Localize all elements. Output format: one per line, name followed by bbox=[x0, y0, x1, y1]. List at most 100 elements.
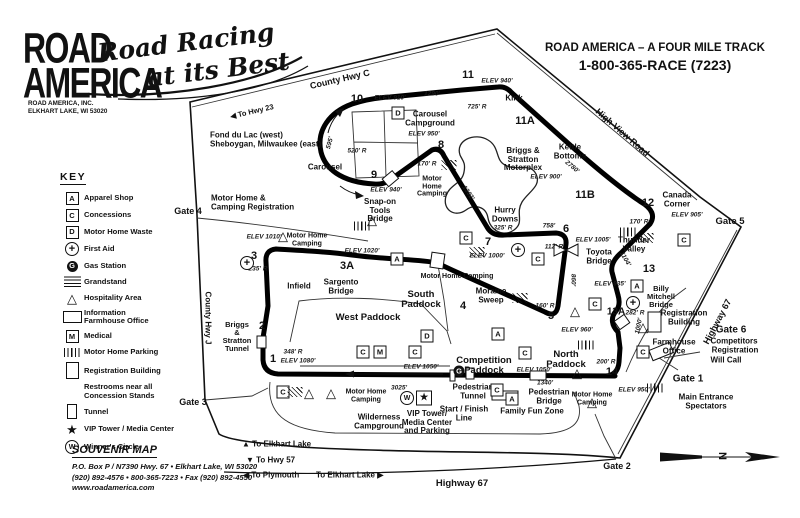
registration-building-icon bbox=[647, 311, 662, 333]
key-item: Tunnel bbox=[60, 404, 215, 420]
D-marker-icon: D bbox=[420, 329, 434, 343]
map-title: ROAD AMERICA – A FOUR MILE TRACK bbox=[545, 42, 765, 54]
D-marker-icon: D bbox=[65, 225, 79, 239]
map-phone: 1-800-365-RACE (7223) bbox=[578, 57, 732, 73]
key-item-label: Gas Station bbox=[84, 260, 127, 270]
key-item-label: Medical bbox=[84, 330, 112, 340]
key-item-label: Apparel Shop bbox=[84, 193, 134, 203]
footer-phones: (920) 892-4576 • 800-365-7223 • Fax (920… bbox=[72, 472, 253, 482]
star-marker-icon: ★ bbox=[66, 422, 78, 438]
key-item: M Medical bbox=[60, 329, 215, 343]
key-item-label: Winner's Circle bbox=[84, 441, 139, 451]
C-marker-icon: C bbox=[518, 346, 532, 360]
G-marker-icon: G bbox=[66, 260, 78, 272]
snapon-bridge-icon bbox=[381, 169, 400, 188]
C-marker-icon: C bbox=[531, 252, 545, 266]
W-marker-icon: W bbox=[65, 440, 79, 455]
C-marker-icon: C bbox=[356, 345, 370, 359]
title-block: ROAD AMERICA – A FOUR MILE TRACK 1-800-3… bbox=[515, 42, 795, 73]
grand-marker-icon bbox=[512, 293, 528, 303]
key-item: Information Farmhouse Office bbox=[60, 308, 215, 326]
key-item: Grandstand bbox=[60, 276, 215, 288]
A-marker-icon: A bbox=[505, 392, 519, 406]
key-item-label: VIP Tower / Media Center bbox=[84, 424, 175, 434]
tri-marker-icon: △ bbox=[304, 385, 314, 401]
key-item: △ Hospitality Area bbox=[60, 292, 215, 305]
tri-marker-icon: △ bbox=[326, 385, 336, 401]
pedestrian-bridge-icon bbox=[529, 370, 547, 381]
C-marker-icon: C bbox=[636, 345, 650, 359]
compass-arrow bbox=[660, 452, 780, 462]
mhp-marker-icon bbox=[620, 227, 636, 237]
aid-marker-icon: + bbox=[65, 242, 79, 257]
logo-swoosh bbox=[87, 56, 303, 97]
mhp-marker-icon bbox=[354, 221, 370, 231]
tri-marker-icon: △ bbox=[638, 319, 648, 335]
tri-marker-icon: △ bbox=[67, 290, 77, 306]
C-marker-icon: C bbox=[490, 383, 504, 397]
key-item: Registration Building bbox=[60, 362, 215, 380]
A-marker-icon: A bbox=[491, 327, 505, 341]
aid-marker-icon: + bbox=[240, 256, 254, 270]
key-item-label: Hospitality Area bbox=[84, 292, 142, 302]
key-item: G Gas Station bbox=[60, 260, 215, 272]
briggs-stratton-tunnel-icon bbox=[256, 335, 267, 349]
C-marker-icon: C bbox=[65, 208, 79, 222]
grand-marker-icon bbox=[469, 247, 485, 257]
W-marker-icon: W bbox=[400, 391, 414, 405]
property-boundary bbox=[189, 28, 743, 459]
highway-67-road bbox=[223, 458, 617, 475]
key-item: ★ VIP Tower / Media Center bbox=[60, 423, 215, 436]
grand-marker-icon bbox=[287, 387, 303, 397]
key-item-label: First Aid bbox=[84, 244, 115, 254]
star-marker-icon: ★ bbox=[416, 390, 432, 406]
key-item-label: Restrooms near all Concession Stands bbox=[84, 382, 155, 400]
C-marker-icon: C bbox=[408, 345, 422, 359]
M-marker-icon: M bbox=[373, 345, 387, 359]
sargento-bridge-icon bbox=[429, 251, 446, 270]
key-item: + First Aid bbox=[60, 242, 215, 257]
M-marker-icon: M bbox=[65, 329, 79, 343]
reg-marker-icon bbox=[65, 362, 79, 380]
D-marker-icon: D bbox=[391, 106, 405, 120]
key-item: A Apparel Shop bbox=[60, 192, 215, 205]
grand-marker-icon bbox=[63, 276, 81, 288]
A-marker-icon: A bbox=[65, 192, 79, 205]
C-marker-icon: C bbox=[677, 233, 691, 247]
footer-address: P.O. Box P / N7390 Hwy. 67 • Elkhart Lak… bbox=[72, 462, 258, 471]
toyota-bridge-icon bbox=[553, 243, 568, 257]
key-item-label: Concessions bbox=[84, 209, 132, 219]
key-item-label: Motor Home Parking bbox=[84, 347, 159, 357]
mhp-marker-icon bbox=[64, 348, 80, 358]
G-marker-icon: G bbox=[453, 365, 465, 377]
logo-company: ROAD AMERICA, INC. bbox=[28, 100, 94, 107]
key-item-label: Registration Building bbox=[84, 365, 161, 375]
footer-title: SOUVENIR MAP bbox=[72, 444, 157, 458]
farmhouse-office-icon bbox=[648, 341, 675, 362]
mhp-marker-icon bbox=[647, 383, 663, 393]
A-marker-icon: A bbox=[630, 279, 644, 293]
logo-road-text: ROAD bbox=[23, 23, 112, 73]
key-item-label: Grandstand bbox=[84, 276, 127, 286]
key-title: KEY bbox=[60, 171, 87, 185]
grand-marker-icon bbox=[638, 233, 654, 243]
mhp-marker-icon bbox=[578, 340, 594, 350]
footer: SOUVENIR MAP P.O. Box P / N7390 Hwy. 67 … bbox=[72, 440, 402, 494]
race-track-outline bbox=[260, 84, 655, 379]
key-item: Motor Home Parking bbox=[60, 347, 215, 359]
tri-marker-icon: △ bbox=[587, 394, 597, 410]
pedestrian-tunnel-icon bbox=[465, 367, 475, 380]
logo-location: ELKHART LAKE, WI 53020 bbox=[28, 108, 108, 115]
key-item: W Winner's Circle bbox=[60, 440, 215, 455]
info-marker-icon bbox=[62, 311, 82, 324]
tri-marker-icon: △ bbox=[570, 303, 580, 319]
grand-marker-icon bbox=[441, 160, 457, 170]
motorplex-track bbox=[444, 136, 539, 234]
key-item: Restrooms near all Concession Stands bbox=[60, 382, 215, 400]
aid-marker-icon: + bbox=[626, 296, 640, 310]
billy-mitchell-bridge-icon bbox=[613, 313, 631, 331]
